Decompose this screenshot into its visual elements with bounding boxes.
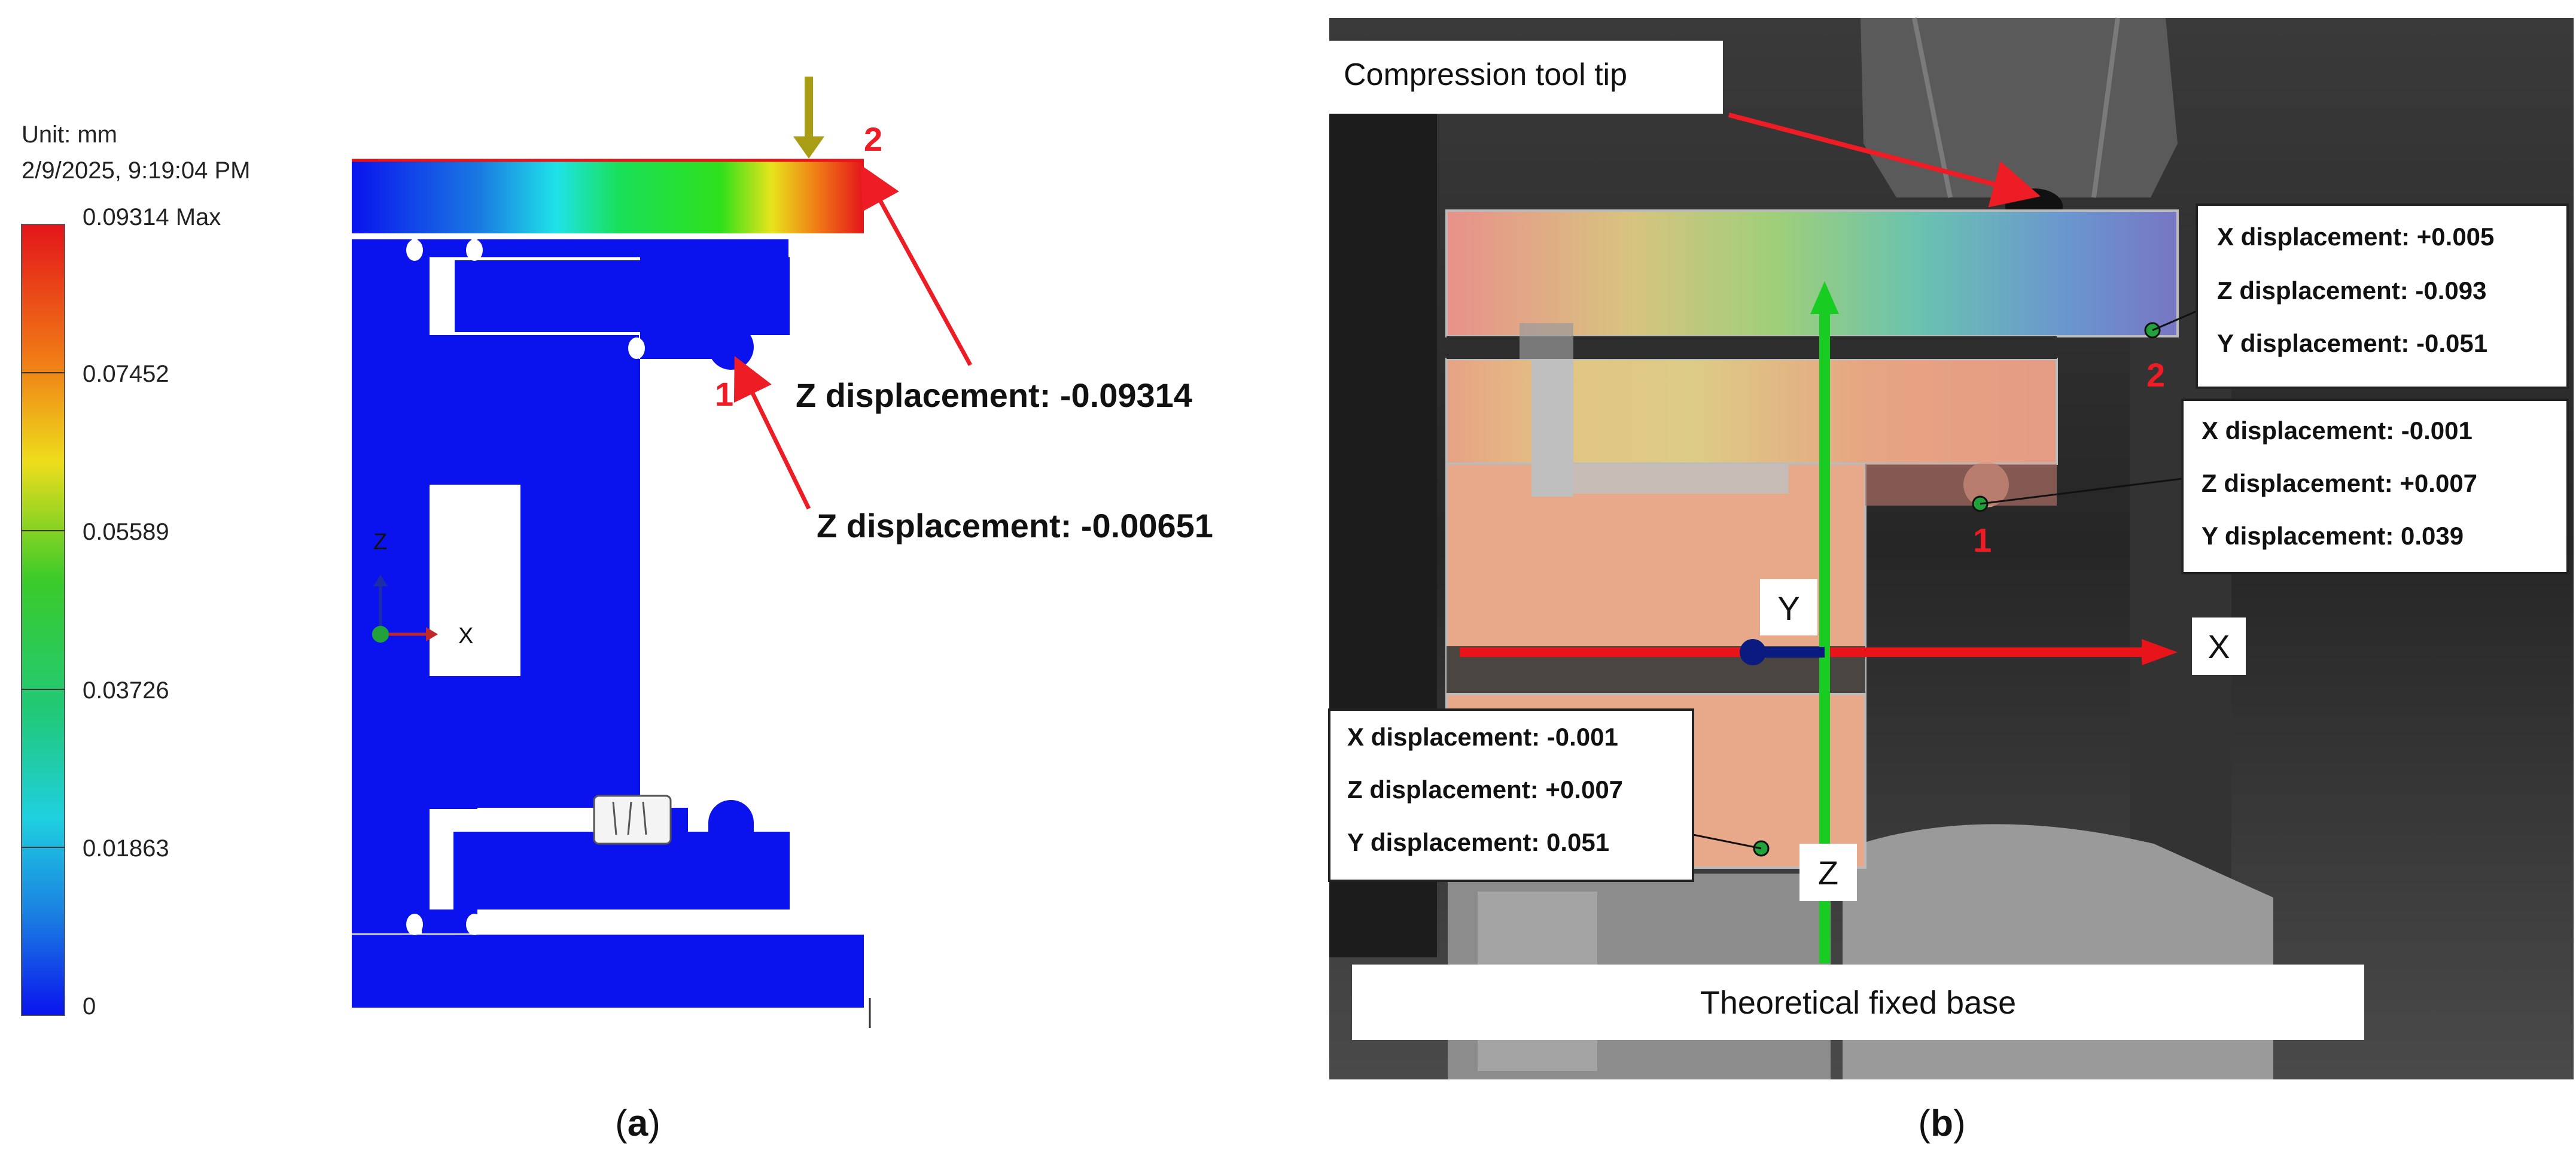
panel-a: Unit: mm 2/9/2025, 9:19:04 PM 0.09314 Ma…: [21, 77, 1213, 1144]
legend-tick-label: 0.07452: [83, 361, 169, 387]
x-axis-box: [2192, 617, 2246, 675]
displacement-line: Z displacement: +0.007: [2202, 469, 2477, 497]
annotation-arrow-top: [860, 165, 973, 366]
displacement-box-1: X displacement: -0.001 Z displacement: +…: [2181, 399, 2569, 574]
z-axis-box: [1799, 844, 1857, 901]
load-arrow-icon: [793, 77, 824, 159]
x-axis-label: X: [2207, 628, 2230, 665]
fea-flexure-model: [352, 159, 864, 1008]
legend-colorbar: [21, 224, 65, 1016]
annotation-arrow-bottom: [733, 355, 811, 510]
annotation-bottom-text: Z displacement: -0.00651: [817, 507, 1213, 545]
hinge-slot: [1531, 359, 1573, 497]
displacement-line: Y displacement: 0.051: [1347, 828, 1609, 856]
spine-notch: [430, 485, 520, 676]
legend-tick-label: 0.01863: [83, 835, 169, 862]
displacement-line: Y displacement: -0.051: [2217, 329, 2487, 357]
fixture-clip-icon: [593, 795, 672, 845]
caption-b-letter: b: [1931, 1103, 1953, 1144]
annotation-top-text: Z displacement: -0.09314: [796, 376, 1192, 414]
legend-tick-label: 0.09314 Max: [83, 204, 221, 230]
top-bar-displacement: [352, 160, 864, 233]
point-2-label: 2: [864, 120, 882, 158]
legend-tick-label: 0.05589: [83, 519, 169, 545]
fixed-base-label-box: [1352, 965, 2364, 1040]
displacement-line: Z displacement: +0.007: [1347, 775, 1623, 804]
displacement-line: X displacement: -0.001: [1347, 723, 1618, 751]
compression-tool-body: [1861, 18, 2178, 197]
y-axis-box: [1760, 579, 1817, 635]
tool-tip-label: Compression tool tip: [1344, 57, 1627, 92]
point-1-label: 1: [715, 375, 733, 413]
point-1-label: 1: [1973, 521, 1992, 559]
unit-label: Unit: mm: [22, 121, 117, 148]
z-axis-label: Z: [1818, 854, 1838, 892]
y-axis-label: Y: [1777, 589, 1799, 627]
point-2-label: 2: [2146, 356, 2165, 394]
axis-triad: Z X: [372, 530, 473, 649]
color-legend: 0.09314 Max 0.07452 0.05589 0.03726 0.01…: [21, 204, 221, 1020]
tool-tip-arrow: [1728, 112, 2041, 208]
legend-tick-label: 0.03726: [83, 677, 169, 704]
dic-top-bar: [1445, 209, 2179, 337]
displacement-line: X displacement: -0.001: [2202, 416, 2473, 445]
axis-x-label: X: [458, 623, 473, 649]
displacement-line: Z displacement: -0.093: [2217, 276, 2487, 305]
displacement-line: Y displacement: 0.039: [2202, 522, 2464, 550]
displacement-line: X displacement: +0.005: [2217, 223, 2494, 251]
displacement-box-2: X displacement: +0.005 Z displacement: -…: [2196, 203, 2569, 389]
axis-z-label: Z: [373, 530, 387, 555]
panel-b: Compression tool tip X Y Z 2 1: [1328, 17, 2574, 1144]
tool-tip-label-box: [1329, 41, 1723, 114]
fixed-base-label: Theoretical fixed base: [1700, 985, 2016, 1021]
caption-a: (a): [615, 1103, 660, 1144]
timestamp-label: 2/9/2025, 9:19:04 PM: [22, 157, 251, 184]
legend-tick-label: 0: [83, 993, 96, 1020]
caption-b: (b): [1918, 1103, 1965, 1144]
displacement-box-base: X displacement: -0.001 Z displacement: +…: [1328, 708, 1694, 882]
caption-a-letter: a: [628, 1103, 648, 1144]
